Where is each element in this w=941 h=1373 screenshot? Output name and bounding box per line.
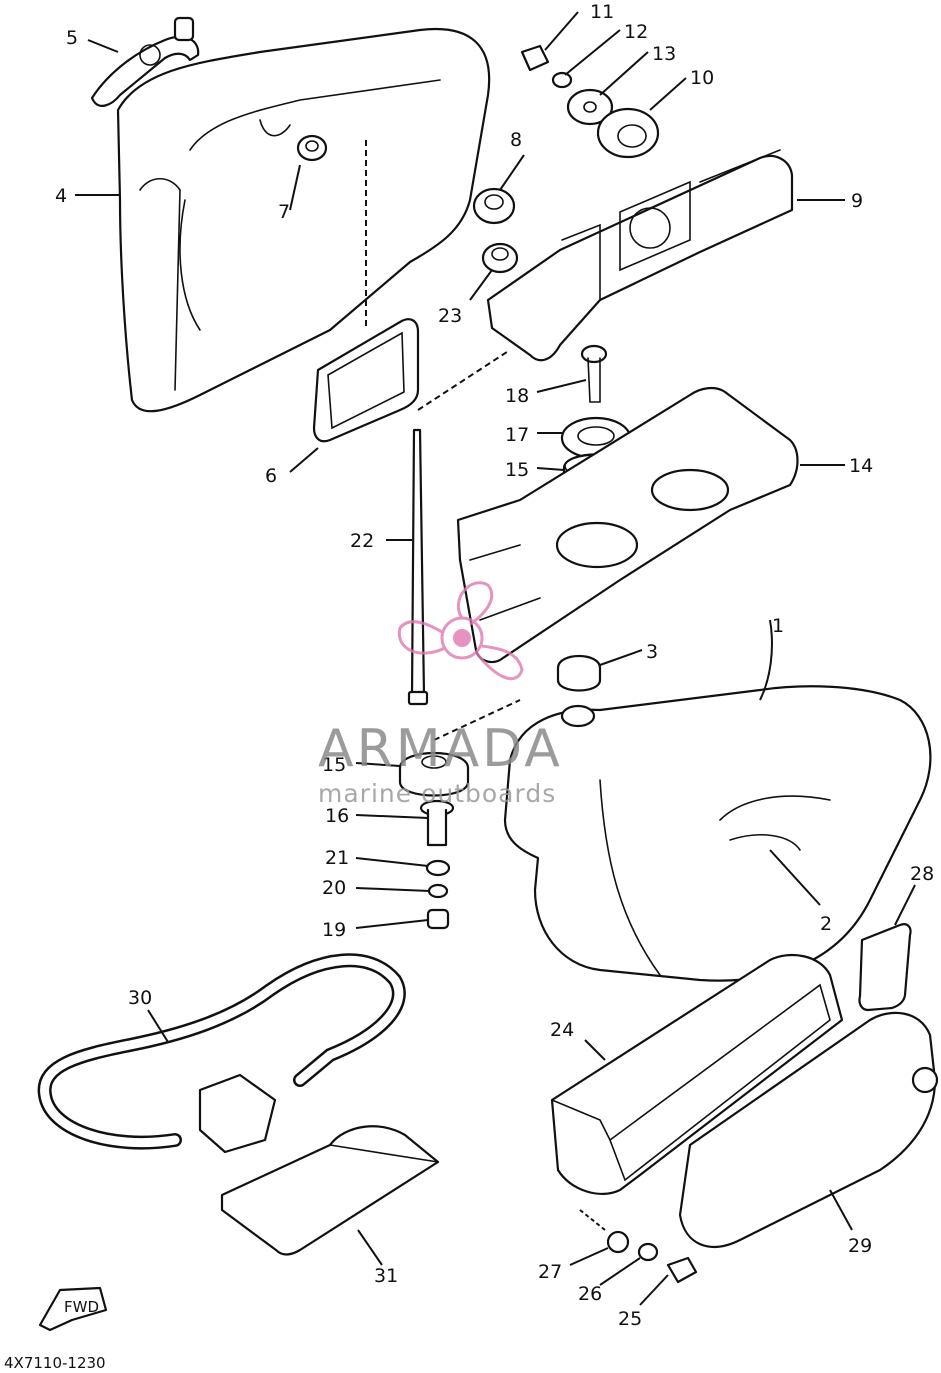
- armada-watermark: ARMADA marine outboards: [318, 581, 563, 808]
- plate-part-28: [858, 923, 912, 1012]
- callout-1: 1: [772, 615, 784, 637]
- rod-part-22: [407, 428, 429, 706]
- washer-part-13: [566, 88, 614, 126]
- callout-2: 2: [820, 913, 832, 935]
- grommet-part-3: [556, 655, 602, 692]
- callout-25: 25: [618, 1308, 642, 1330]
- callout-15-lower: 15: [322, 754, 346, 776]
- grommet-part-8: [472, 187, 516, 225]
- washer-part-21: [425, 859, 451, 877]
- propeller-logo-icon: [397, 581, 524, 681]
- hook-bracket-part-5: [90, 16, 200, 107]
- damper-part-15-lower: [398, 752, 470, 797]
- washer-part-20: [427, 883, 449, 899]
- pad-part-31: [220, 1125, 440, 1256]
- callout-7: 7: [278, 201, 290, 223]
- callout-8: 8: [510, 129, 522, 151]
- callout-31: 31: [374, 1265, 398, 1287]
- callout-19: 19: [322, 919, 346, 941]
- callout-17: 17: [505, 424, 529, 446]
- fuel-tank-part-1: [503, 685, 932, 982]
- callout-15-upper: 15: [505, 459, 529, 481]
- callout-13: 13: [652, 43, 676, 65]
- bolt-part-18: [580, 344, 608, 403]
- callout-24: 24: [550, 1019, 574, 1041]
- callout-16: 16: [325, 805, 349, 827]
- callout-9: 9: [851, 190, 863, 212]
- filter-plate-part-6: [312, 318, 420, 443]
- callout-5: 5: [66, 27, 78, 49]
- washer-part-26: [637, 1242, 659, 1262]
- damper-part-10: [596, 107, 660, 159]
- fwd-label: FWD: [64, 1298, 99, 1316]
- callout-10: 10: [690, 67, 714, 89]
- watermark-brand: ARMADA: [318, 719, 563, 779]
- side-cover-part-4: [116, 27, 491, 413]
- bolt-part-25: [666, 1256, 698, 1284]
- callout-21: 21: [325, 847, 349, 869]
- callout-12: 12: [624, 21, 648, 43]
- screw-part-11: [520, 44, 550, 72]
- callout-22: 22: [350, 530, 374, 552]
- callout-6: 6: [265, 465, 277, 487]
- callout-11: 11: [590, 1, 614, 23]
- battery-box-part-24: [550, 953, 844, 1195]
- bracket-part-9: [486, 149, 794, 362]
- callout-28: 28: [910, 863, 934, 885]
- collar-part-16: [419, 799, 455, 847]
- washer-part-12: [551, 71, 573, 89]
- fwd-arrow-icon: FWD: [38, 1286, 108, 1332]
- fuel-hose-part-30: [37, 953, 406, 1154]
- callout-18: 18: [505, 385, 529, 407]
- callout-27: 27: [538, 1261, 562, 1283]
- callout-30: 30: [128, 987, 152, 1009]
- watermark-tagline: marine outboards: [318, 779, 556, 808]
- callout-26: 26: [578, 1283, 602, 1305]
- callout-3: 3: [646, 641, 658, 663]
- callout-23: 23: [438, 305, 462, 327]
- nut-part-19: [426, 908, 450, 930]
- callout-4: 4: [55, 185, 67, 207]
- grommet-part-23: [481, 242, 519, 274]
- side-panel-part-29: [678, 1011, 939, 1248]
- leader-lines: [75, 11, 916, 1306]
- callout-20: 20: [322, 877, 346, 899]
- callout-29: 29: [848, 1235, 872, 1257]
- callout-labels: 5 4 6 7 8 9 10 11 12 13 23 18 17 15 14 2…: [55, 1, 934, 1330]
- grommet-part-7: [296, 134, 328, 162]
- grommet-part-27: [606, 1230, 630, 1254]
- callout-14: 14: [849, 455, 873, 477]
- diagram-code: 4X7110-1230: [4, 1354, 106, 1372]
